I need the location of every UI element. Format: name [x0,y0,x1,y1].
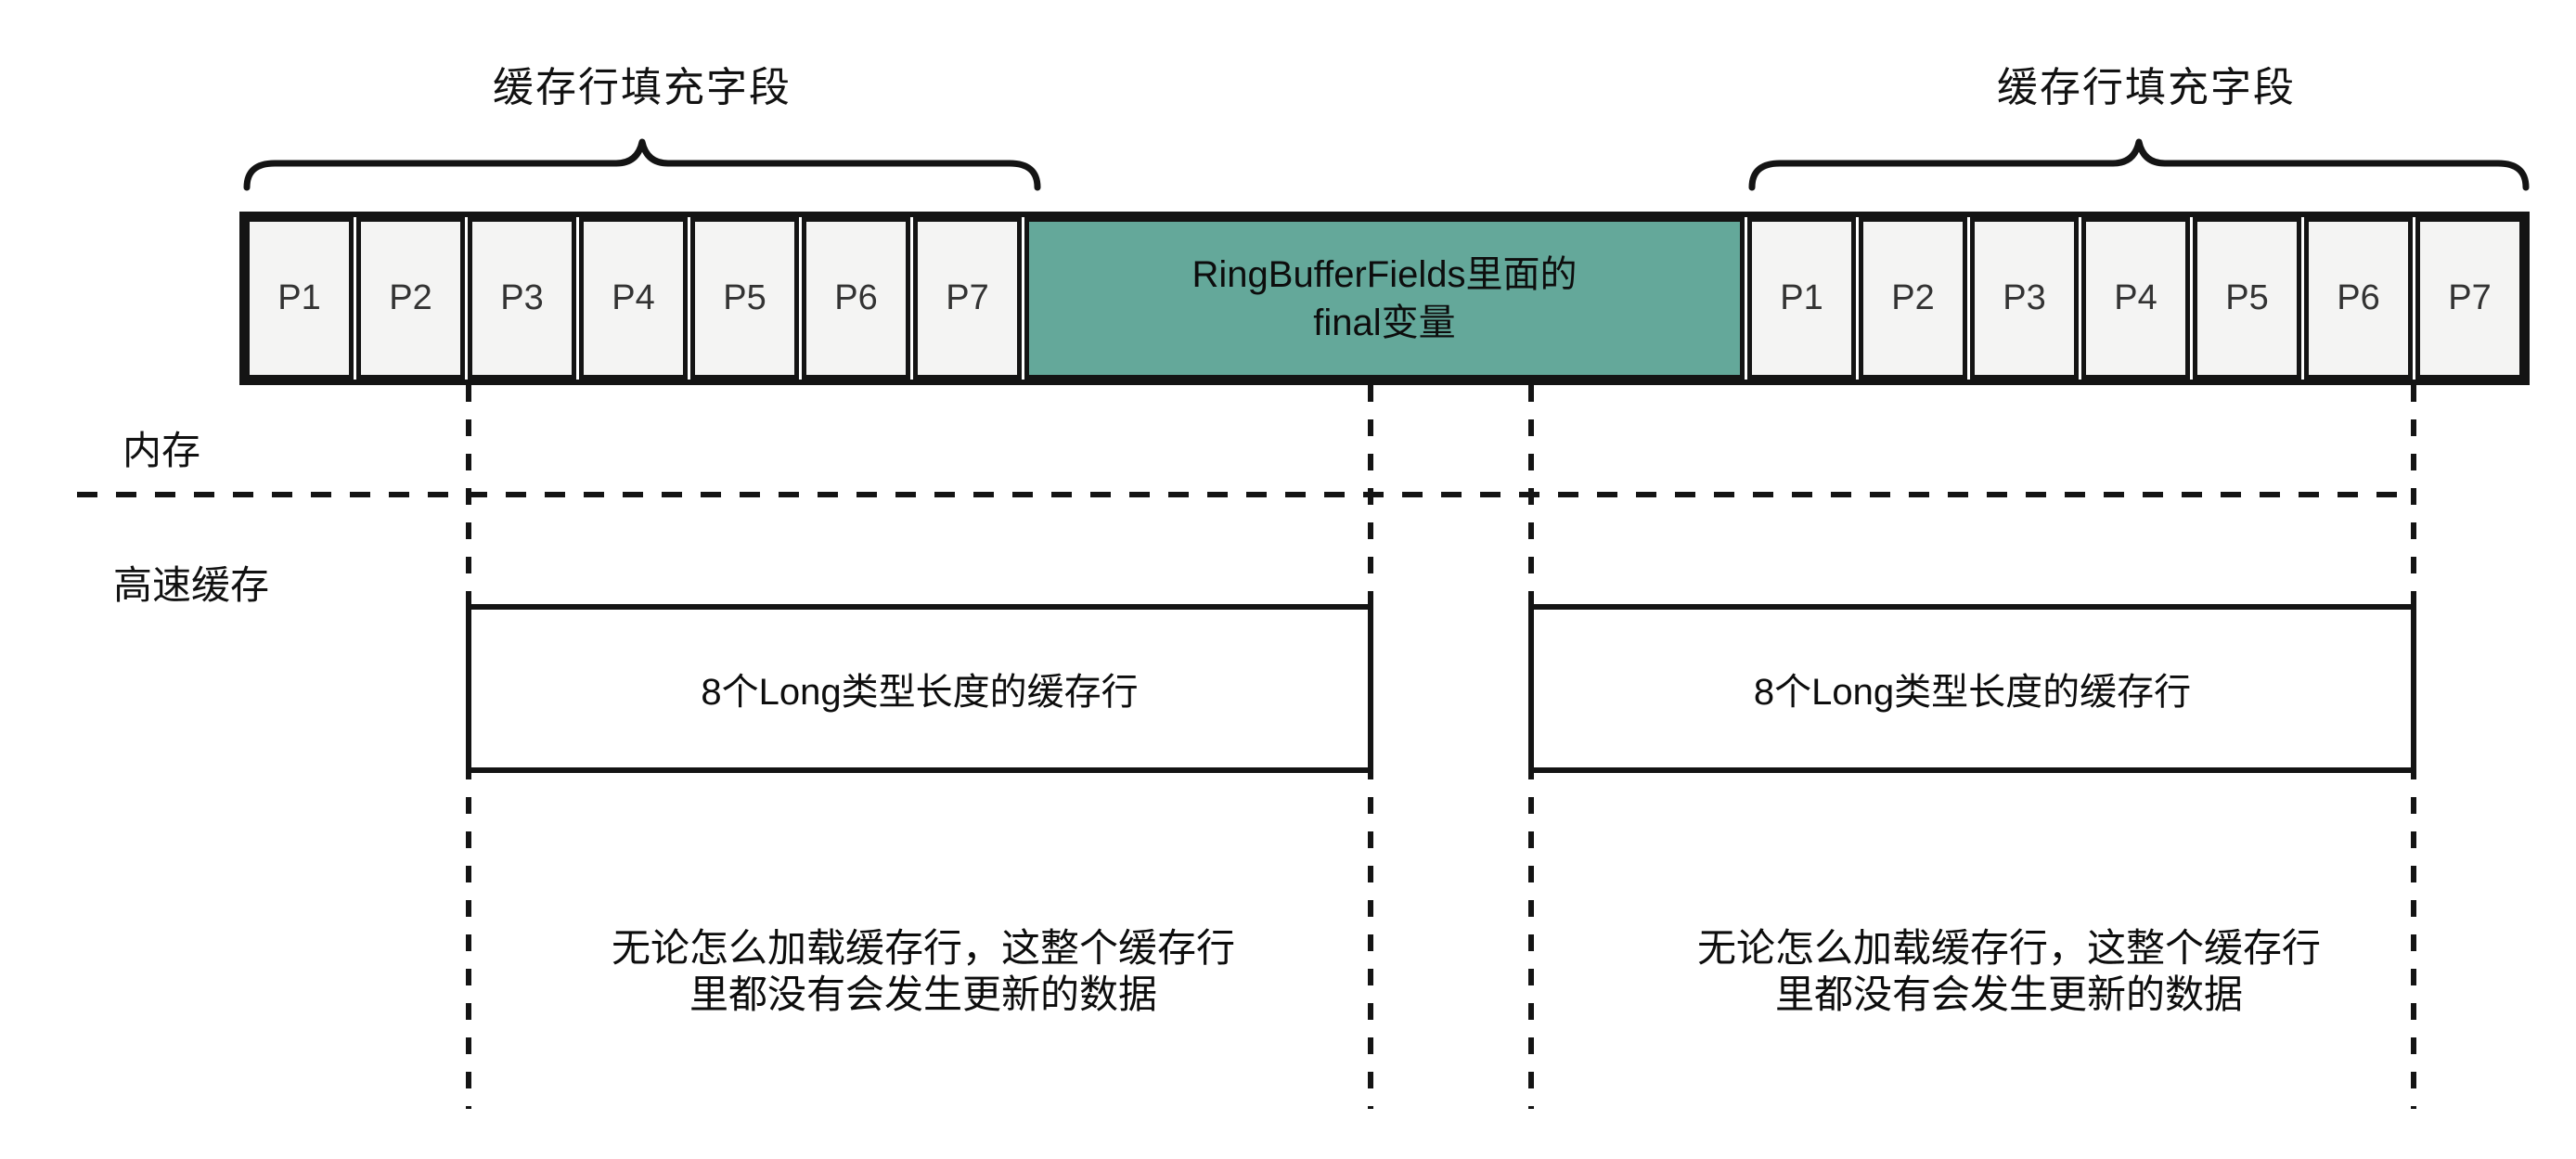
padding-cell: P5 [2193,217,2301,380]
padding-cell: P6 [802,217,910,380]
padding-cell: P2 [1859,217,1967,380]
memory-region-label: 内存 [122,429,201,472]
padding-cell: P4 [579,217,688,380]
right-brace-label: 缓存行填充字段 [1997,65,2296,110]
memory-row: P1 P2 P3 P4 P5 P6 P7 RingBufferFields里面的… [239,212,2530,385]
memory-cache-separator-line [77,492,2402,497]
left-note: 无论怎么加载缓存行，这整个缓存行 里都没有会发生更新的数据 [543,925,1304,1017]
padding-cell: P1 [1747,217,1856,380]
padding-cell: P3 [468,217,576,380]
right-note-line2: 里都没有会发生更新的数据 [1774,972,2243,1016]
left-cacheline-box: 8个Long类型长度的缓存行 [466,604,1373,773]
right-note: 无论怎么加载缓存行，这整个缓存行 里都没有会发生更新的数据 [1629,925,2389,1017]
ringbuffer-final-line1: RingBufferFields里面的 [1191,253,1578,295]
right-brace-icon [1748,138,2530,191]
padding-cell: P4 [2081,217,2190,380]
padding-cell: P7 [913,217,1022,380]
ringbuffer-final-line2: final变量 [1313,302,1456,343]
right-cacheline-box: 8个Long类型长度的缓存行 [1528,604,2416,773]
padding-cell: P2 [356,217,465,380]
left-brace-label: 缓存行填充字段 [493,65,792,110]
padding-cell: P3 [1970,217,2079,380]
left-note-line1: 无论怎么加载缓存行，这整个缓存行 [611,926,1235,970]
padding-cell: P5 [690,217,799,380]
padding-cell: P6 [2304,217,2413,380]
cache-region-label: 高速缓存 [113,563,270,607]
padding-cell: P1 [245,217,354,380]
right-note-line1: 无论怎么加载缓存行，这整个缓存行 [1696,926,2321,970]
padding-cell: P7 [2415,217,2524,380]
left-brace-icon [243,138,1041,191]
ringbuffer-final-cell: RingBufferFields里面的 final变量 [1024,217,1745,380]
left-note-line2: 里都没有会发生更新的数据 [689,972,1157,1016]
